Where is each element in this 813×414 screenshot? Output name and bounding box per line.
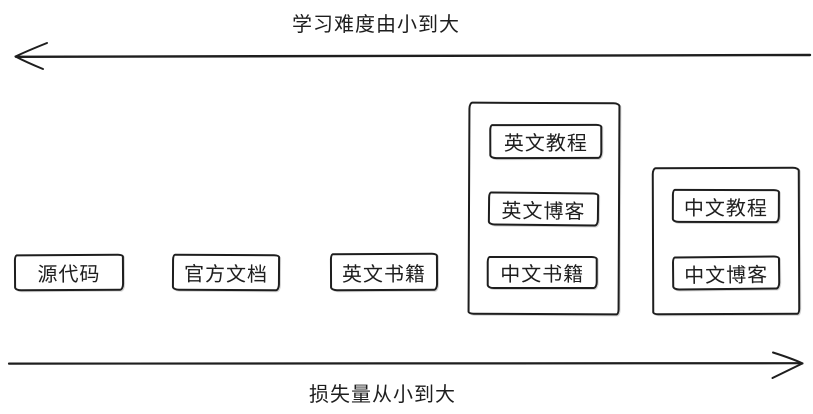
group-box-1: 英文教程 英文博客 中文书籍 <box>467 101 621 316</box>
node-english-blogs-label: 英文博客 <box>501 200 586 223</box>
node-english-blogs: 英文博客 <box>487 191 600 227</box>
arrow-left-icon <box>14 42 812 70</box>
node-chinese-blogs: 中文博客 <box>671 255 781 291</box>
node-english-tutorials-label: 英文教程 <box>503 132 588 156</box>
node-source-code: 源代码 <box>13 253 125 292</box>
node-official-docs-label: 官方文档 <box>183 263 269 287</box>
node-source-code-label: 源代码 <box>37 263 101 287</box>
node-chinese-blogs-label: 中文博客 <box>684 264 769 287</box>
arrow-right-icon <box>7 351 804 379</box>
node-chinese-tutorials-label: 中文教程 <box>683 197 768 220</box>
node-official-docs: 官方文档 <box>171 253 281 292</box>
node-english-tutorials: 英文教程 <box>489 123 603 160</box>
node-chinese-books-label: 中文书籍 <box>500 263 585 287</box>
node-chinese-tutorials: 中文教程 <box>671 188 780 224</box>
group-box-2: 中文教程 中文博客 <box>651 166 801 316</box>
node-chinese-books: 中文书籍 <box>486 255 598 290</box>
node-english-books-label: 英文书籍 <box>341 263 427 286</box>
node-english-books: 英文书籍 <box>329 252 439 292</box>
top-axis-label: 学习难度由小到大 <box>292 14 460 36</box>
bottom-axis-label: 损失量从小到大 <box>309 384 456 406</box>
